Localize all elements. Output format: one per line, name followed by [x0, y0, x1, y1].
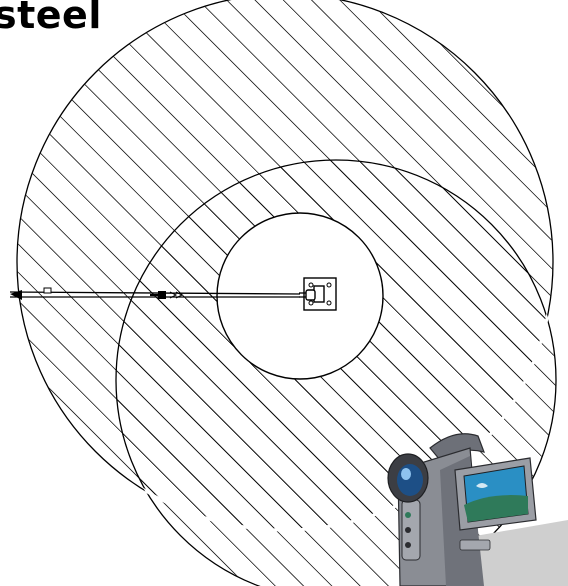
- inner-clear-zone: [216, 212, 384, 380]
- diagram-title: steel: [0, 0, 102, 37]
- clamp-plate-icon: [299, 277, 337, 311]
- steel-rod: [9, 287, 301, 300]
- video-camera-icon: [387, 433, 568, 586]
